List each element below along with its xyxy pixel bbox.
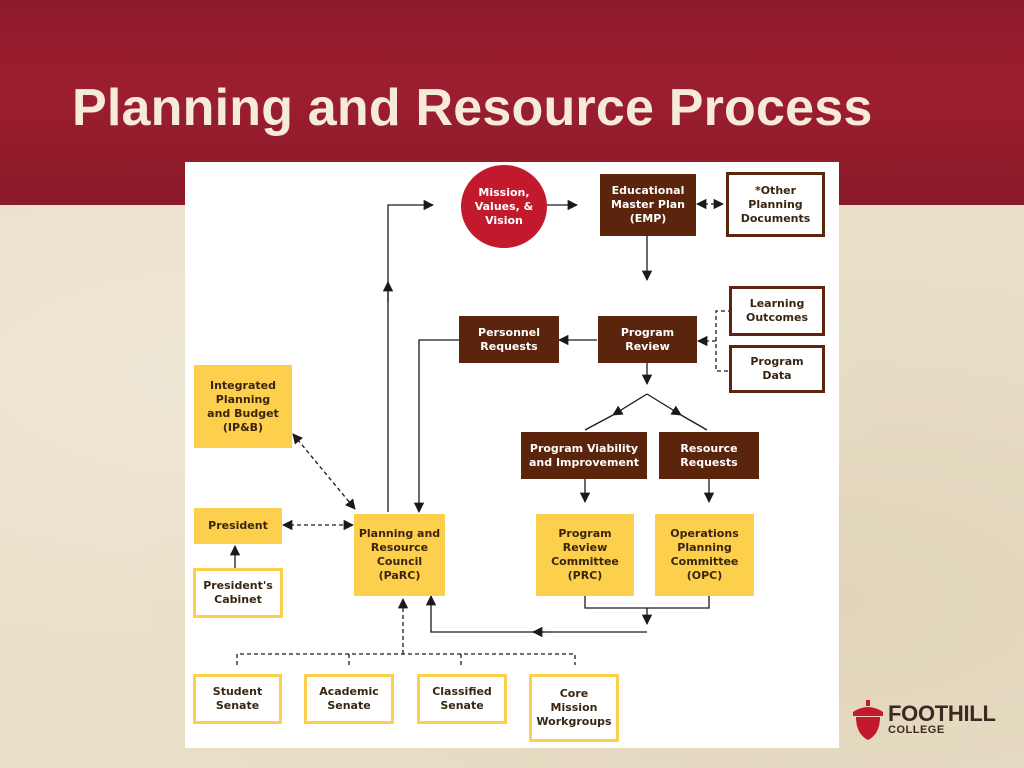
node-program-review: Program Review [598, 316, 697, 363]
connector-lines [229, 198, 732, 665]
slide-title: Planning and Resource Process [72, 79, 873, 137]
node-integrated-planning-budget: Integrated Planning and Budget (IP&B) [194, 365, 292, 448]
arrow-split-left [612, 393, 648, 416]
node-program-viability: Program Viability and Improvement [521, 432, 647, 479]
arrow-join-to-parc [425, 594, 647, 633]
node-learning-outcomes: Learning Outcomes [729, 286, 825, 336]
node-classified-senate: Classified Senate [417, 674, 507, 724]
arrow-parc-to-mission [387, 199, 435, 512]
node-program-review-committee: Program Review Committee (PRC) [536, 514, 634, 596]
line-split-right [680, 414, 708, 431]
node-resource-requests: Resource Requests [659, 432, 759, 479]
line-split-left [584, 414, 614, 431]
node-program-data: Program Data [729, 345, 825, 393]
logo-sub: COLLEGE [888, 724, 945, 736]
acorn-icon [853, 700, 883, 740]
foothill-college-logo: FOOTHILL COLLEGE [852, 700, 996, 740]
node-presidents-cabinet: President's Cabinet [193, 568, 283, 618]
line-prc-opc-join [584, 596, 710, 609]
node-academic-senate: Academic Senate [304, 674, 394, 724]
bus-senates [236, 653, 576, 665]
node-president: President [194, 508, 282, 544]
arrow-personnel-to-parc [413, 339, 459, 514]
node-core-mission-workgroups: Core Mission Workgroups [529, 674, 619, 742]
node-parc: Planning and Resource Council (PaRC) [354, 514, 445, 596]
node-personnel-requests: Personnel Requests [459, 316, 559, 363]
arrow-ipb-parc [292, 433, 356, 510]
node-other-planning-documents: *Other Planning Documents [726, 172, 825, 237]
arrow-split-right [646, 393, 682, 416]
node-student-senate: Student Senate [193, 674, 282, 724]
node-mission-values-vision: Mission, Values, & Vision [461, 165, 547, 248]
node-operations-planning-committee: Operations Planning Committee (OPC) [655, 514, 754, 596]
node-educational-master-plan: Educational Master Plan (EMP) [600, 174, 696, 236]
logo-name: FOOTHILL [888, 701, 996, 726]
diagram-panel: Mission, Values, & Vision Educational Ma… [185, 162, 839, 748]
